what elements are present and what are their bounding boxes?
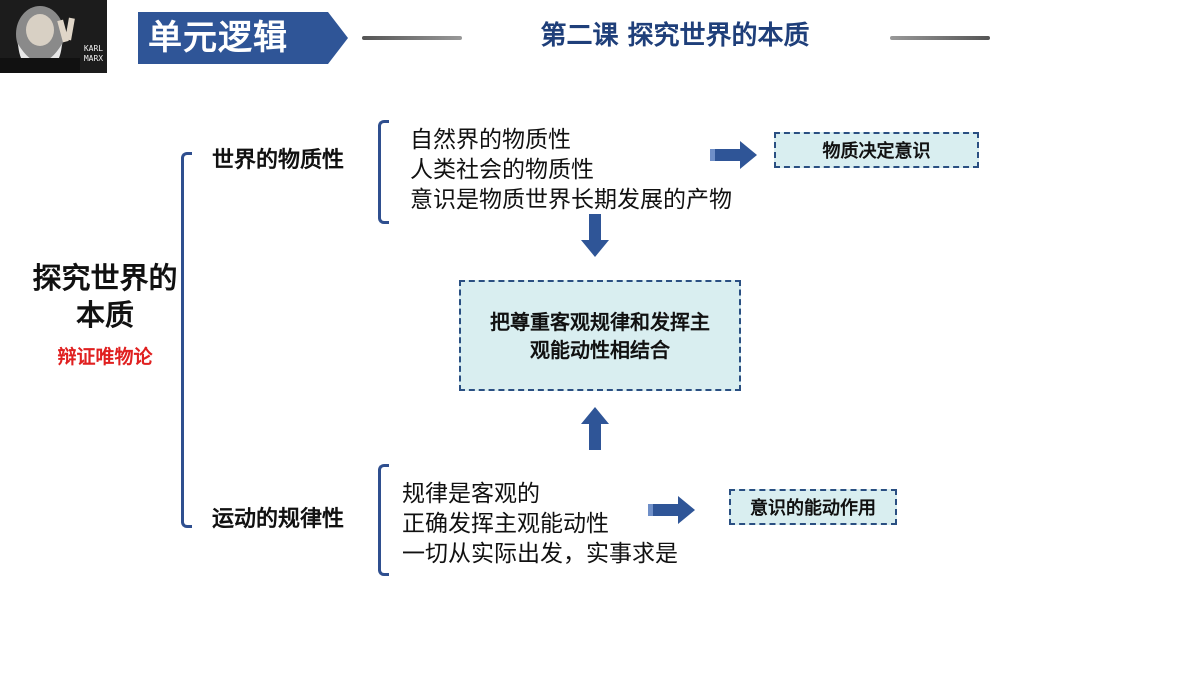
right-arrow-icon <box>710 141 757 169</box>
decorative-line-right <box>890 36 990 40</box>
branch2-item: 规律是客观的 <box>402 481 540 507</box>
root-bracket <box>181 152 192 528</box>
center-box-line1: 把尊重客观规律和发挥主 <box>490 309 710 334</box>
branch1-items: 自然界的物质性 人类社会的物质性 意识是物质世界长期发展的产物 <box>410 125 732 215</box>
branch1-item: 自然界的物质性 <box>410 127 571 153</box>
center-box-line2: 观能动性相结合 <box>530 337 670 362</box>
lesson-title: 第二课 探究世界的本质 <box>540 21 810 51</box>
unit-title: 单元逻辑 <box>148 18 288 58</box>
unit-banner-shape <box>138 12 348 64</box>
branch2-bracket <box>378 464 389 576</box>
portrait-caption: KARL MARX <box>80 44 107 73</box>
branch-label-materiality: 世界的物质性 <box>212 148 345 173</box>
root-title: 探究世界的本质 <box>32 261 178 332</box>
branch1-item: 人类社会的物质性 <box>410 157 594 183</box>
branch1-bracket <box>378 120 389 224</box>
branch-label-regularity: 运动的规律性 <box>212 507 345 532</box>
down-arrow-icon <box>581 214 609 257</box>
karl-marx-portrait: KARL MARX <box>0 0 107 73</box>
portrait-image <box>0 0 107 73</box>
branch1-item: 意识是物质世界长期发展的产物 <box>410 187 732 213</box>
up-arrow-icon <box>581 407 609 450</box>
root-subtitle: 辩证唯物论 <box>57 346 153 368</box>
branch2-item: 一切从实际出发，实事求是 <box>402 541 678 567</box>
decorative-line-left <box>362 36 462 40</box>
conclusion-box-matter-decides: 物质决定意识 <box>774 132 979 168</box>
conclusion-box-consciousness-role: 意识的能动作用 <box>729 489 897 525</box>
right-arrow-icon <box>648 496 695 524</box>
portrait-caption-line1: KARL <box>83 44 104 53</box>
center-synthesis-box: 把尊重客观规律和发挥主 观能动性相结合 <box>459 280 741 391</box>
branch2-item: 正确发挥主观能动性 <box>402 511 609 537</box>
branch2-items: 规律是客观的 正确发挥主观能动性 一切从实际出发，实事求是 <box>402 479 678 569</box>
portrait-caption-line2: MARX <box>83 54 104 63</box>
